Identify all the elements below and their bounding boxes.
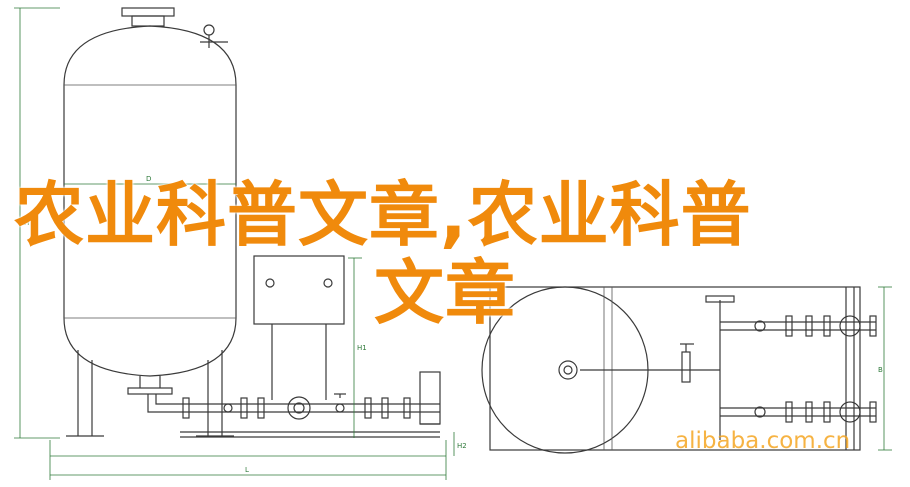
headline-line-2: 文章 — [374, 252, 516, 334]
right-piping — [705, 287, 877, 450]
label-b: B — [878, 366, 883, 374]
label-d: D — [146, 175, 151, 183]
horizontal-tank — [481, 286, 861, 454]
label-l: L — [245, 466, 249, 474]
label-h2: H2 — [457, 442, 467, 450]
dimension-labels: D H H1 H2 L B — [24, 175, 883, 474]
headline-line-1: 农业科普文章,农业科普 — [14, 174, 752, 256]
watermark-text: alibaba.com.cn — [675, 428, 851, 454]
dimension-lines — [14, 7, 892, 480]
vertical-tank — [63, 7, 237, 437]
piping-manifold — [180, 371, 441, 438]
label-h1: H1 — [357, 344, 367, 352]
label-h: H — [24, 219, 29, 227]
control-box — [253, 255, 345, 400]
